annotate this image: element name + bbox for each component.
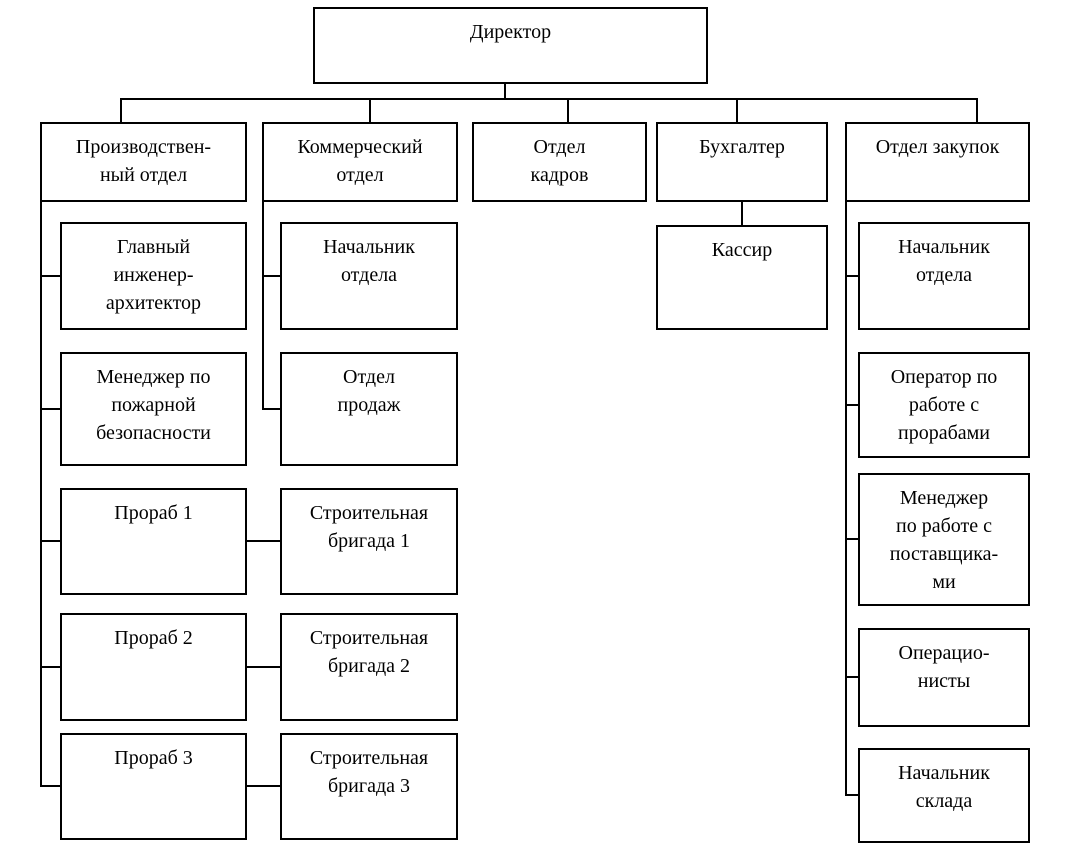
org-node-procurement-dept-head: Начальник отдела [858,222,1030,330]
connector-line [262,408,282,410]
connector-line [247,540,282,542]
org-node-operationists: Операцио- нисты [858,628,1030,727]
org-node-chief-engineer-architect: Главный инженер- архитектор [60,222,247,330]
org-node-label: Менеджер по пожарной безопасности [96,366,211,444]
org-node-suppliers-manager: Менеджер по работе с поставщика- ми [858,473,1030,606]
org-node-warehouse-head: Начальник склада [858,748,1030,843]
org-node-commercial-dept: Коммерческий отдел [262,122,458,202]
connector-line [262,202,264,410]
org-node-foreman-1: Прораб 1 [60,488,247,595]
connector-line [845,275,860,277]
org-node-label: Прораб 1 [114,502,193,524]
connector-line [40,540,62,542]
org-node-label: Главный инженер- архитектор [105,236,202,314]
org-node-procurement-dept: Отдел закупок [845,122,1030,202]
connector-line [736,98,738,122]
connector-line [845,538,860,540]
org-node-label: Кассир [711,239,773,261]
org-node-construction-brigade-1: Строительная бригада 1 [280,488,458,595]
connector-line [845,404,860,406]
org-node-accountant: Бухгалтер [656,122,828,202]
org-node-hr-dept: Отдел кадров [472,122,647,202]
org-node-cashier: Кассир [656,225,828,330]
connector-line [120,98,978,100]
org-node-construction-brigade-2: Строительная бригада 2 [280,613,458,721]
org-node-construction-brigade-3: Строительная бригада 3 [280,733,458,840]
org-node-label: Отдел продаж [337,366,401,416]
connector-line [247,785,282,787]
connector-line [120,98,122,122]
connector-line [262,275,282,277]
org-node-label: Начальник отдела [898,236,990,286]
connector-line [40,408,62,410]
connector-line [40,785,62,787]
org-node-label: Отдел кадров [530,136,589,186]
org-node-label: Строительная бригада 3 [309,747,429,797]
org-node-label: Строительная бригада 1 [309,502,429,552]
connector-line [40,202,42,787]
connector-line [40,666,62,668]
org-node-label: Строительная бригада 2 [309,627,429,677]
org-node-foremen-operator: Оператор по работе с прорабами [858,352,1030,458]
connector-line [40,275,62,277]
connector-line [247,666,282,668]
connector-line [567,98,569,122]
org-node-commercial-dept-head: Начальник отдела [280,222,458,330]
connector-line [845,794,860,796]
org-node-production-dept: Производствен- ный отдел [40,122,247,202]
org-node-sales-dept: Отдел продаж [280,352,458,466]
connector-line [741,202,743,226]
connector-line [845,202,847,796]
org-node-label: Прораб 2 [114,627,193,649]
connector-line [976,98,978,122]
org-node-label: Прораб 3 [114,747,193,769]
org-node-label: Директор [469,21,552,43]
org-node-label: Производствен- ный отдел [75,136,212,186]
org-node-label: Отдел закупок [875,136,1000,158]
org-node-label: Коммерческий отдел [297,136,423,186]
org-node-fire-safety-manager: Менеджер по пожарной безопасности [60,352,247,466]
org-node-foreman-2: Прораб 2 [60,613,247,721]
org-node-label: Начальник отдела [323,236,415,286]
org-node-label: Начальник склада [898,762,990,812]
connector-line [845,676,860,678]
org-node-label: Оператор по работе с прорабами [890,366,998,444]
org-node-director: Директор [313,7,708,84]
org-node-label: Бухгалтер [699,136,785,158]
org-node-label: Менеджер по работе с поставщика- ми [889,487,999,593]
connector-line [504,84,506,99]
org-node-foreman-3: Прораб 3 [60,733,247,840]
connector-line [369,98,371,122]
org-node-label: Операцио- нисты [898,642,990,692]
